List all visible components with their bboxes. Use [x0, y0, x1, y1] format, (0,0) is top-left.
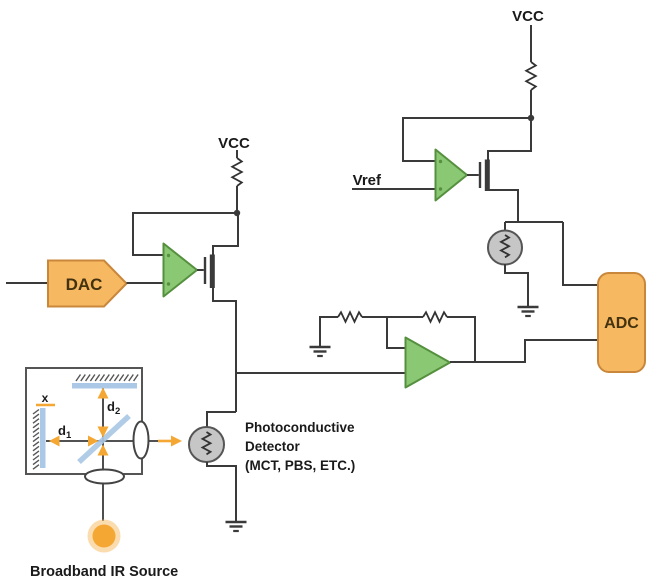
- ir-source: [87, 519, 121, 553]
- transimpedance-stage: [236, 310, 598, 389]
- ground-symbol: [309, 345, 331, 358]
- moving-mirror-hatching: [32, 408, 40, 470]
- adc-ref-wire: [562, 222, 598, 286]
- detector-label-line2: Detector: [245, 439, 301, 454]
- collimating-lens: [132, 420, 150, 460]
- mosfet-source-wire: [212, 287, 237, 412]
- r1-ground-wire: [319, 316, 338, 347]
- opamp-input-mark: [438, 187, 443, 191]
- inverting-node-wire: [386, 317, 406, 349]
- arrow-up-to-mirror: [97, 387, 109, 399]
- source-glow-core: [92, 524, 116, 548]
- ground-symbol: [517, 305, 539, 318]
- left-drive-stage: [6, 150, 244, 412]
- vcc-right-resistor: [524, 61, 538, 91]
- opamp-input-mark: [166, 282, 171, 286]
- mirror-x-label: x: [42, 391, 49, 405]
- d1-label: d1: [58, 423, 72, 441]
- vcc-right-label: VCC: [512, 8, 544, 25]
- arrow-left-to-mirror: [49, 435, 60, 447]
- input-resistor: [337, 310, 363, 324]
- interferometer: [25, 367, 182, 521]
- opamp-driver-left: [162, 242, 198, 298]
- adc-label: ADC: [604, 315, 639, 332]
- dac-symbol: [47, 259, 128, 308]
- vref-label: Vref: [353, 172, 382, 189]
- arrow-to-detector: [171, 435, 182, 447]
- reference-stage: [352, 25, 598, 318]
- mosfet-drain-wire: [212, 214, 239, 256]
- vcc-left-resistor: [230, 157, 244, 187]
- mosfet-drain-wire: [487, 118, 532, 161]
- moving-mirror: [40, 408, 46, 468]
- beamsplitter: [77, 413, 131, 465]
- arrow-down-to-splitter: [97, 426, 109, 438]
- feedback-wire-right: [402, 117, 531, 162]
- fixed-mirror: [72, 383, 137, 389]
- opamp-input-mark: [438, 159, 443, 164]
- ir-source-label: Broadband IR Source: [30, 564, 178, 580]
- ground-symbol: [225, 520, 247, 533]
- adc-block: ADC: [597, 272, 646, 373]
- opamp-input-mark: [166, 253, 171, 258]
- vcc-left-label: VCC: [218, 135, 250, 152]
- detector-label-line3: (MCT, PBS, ETC.): [245, 458, 355, 473]
- tia-output-wire: [450, 339, 598, 363]
- detector-bottom-wire: [206, 462, 237, 522]
- fixed-mirror-hatching: [75, 374, 139, 382]
- feedback-resistor: [422, 310, 448, 324]
- opamp-reference: [434, 148, 468, 202]
- dac-label: DAC: [66, 275, 103, 294]
- detector-zigzag: [200, 431, 213, 456]
- detector-label-line1: Photoconductive: [245, 420, 355, 435]
- detector-top-wire: [206, 411, 236, 427]
- thermistor-bottom-wire: [504, 264, 529, 307]
- mosfet-gate-bar: [203, 257, 207, 284]
- mosfet-source-wire: [488, 189, 519, 222]
- arrow-up-from-source: [97, 444, 109, 456]
- thermistor-zigzag: [499, 234, 511, 259]
- detector-branch: [188, 411, 247, 533]
- arrow-right-to-splitter: [88, 435, 99, 447]
- mosfet-channel-bar: [484, 159, 490, 191]
- feedback-right-wire: [447, 316, 476, 362]
- beam-arrows: [49, 387, 182, 456]
- mosfet-gate-bar: [478, 162, 482, 188]
- d2-label: d2: [107, 399, 120, 417]
- adc-symbol: [597, 272, 646, 373]
- mosfet-channel-bar: [209, 254, 215, 288]
- source-lens: [84, 468, 125, 485]
- opamp-transimpedance: [404, 336, 451, 389]
- feedback-wire-left: [132, 212, 237, 256]
